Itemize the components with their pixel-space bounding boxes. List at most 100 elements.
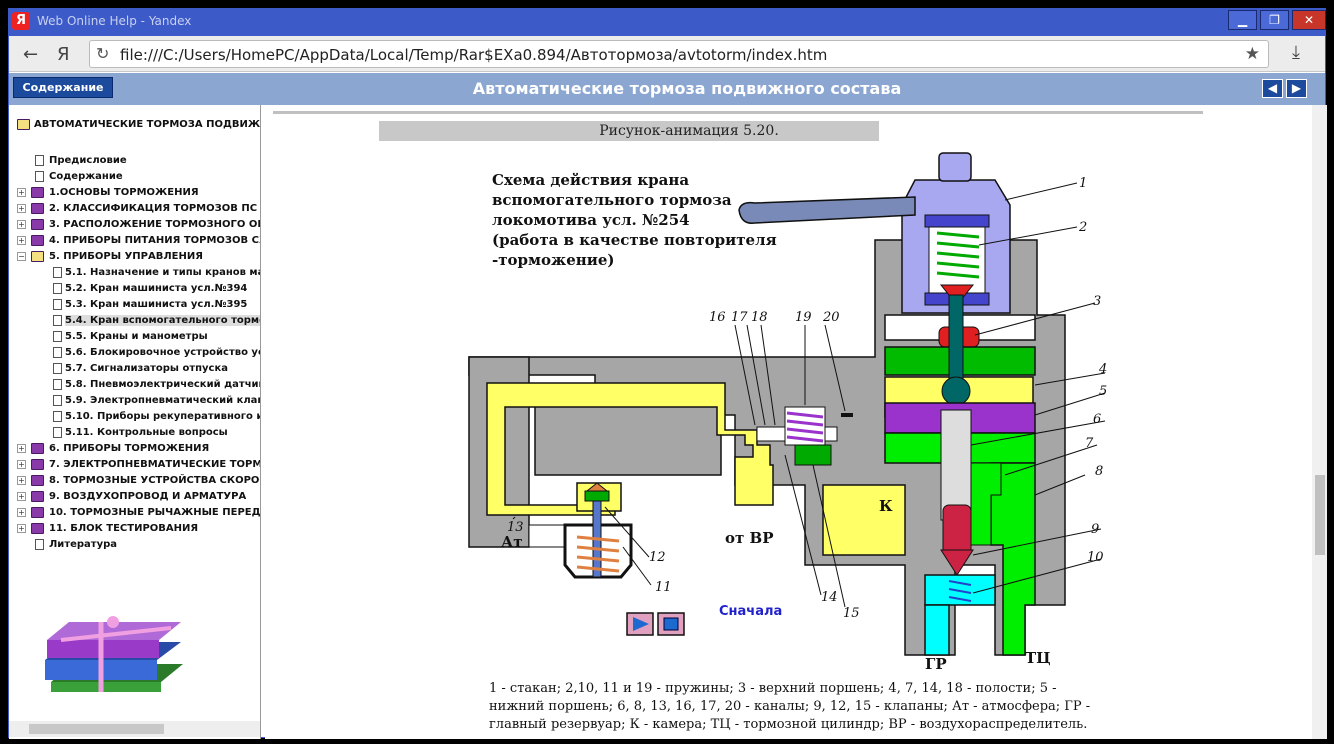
tree-expander[interactable]: − — [17, 252, 26, 261]
spring-19 — [786, 411, 824, 443]
tree-expander[interactable]: + — [17, 444, 26, 453]
handle[interactable] — [738, 196, 916, 224]
toc-item[interactable]: 5.2. Кран машиниста усл.№394 — [65, 283, 248, 294]
callout-lines — [512, 182, 1106, 608]
minimize-button[interactable]: ▁ — [1228, 10, 1257, 30]
back-icon[interactable]: ← — [23, 44, 39, 65]
maximize-button[interactable]: ❐ — [1260, 10, 1289, 30]
reload-icon[interactable]: ↻ — [96, 44, 110, 63]
atm-outlet — [528, 524, 570, 548]
channel-8 — [990, 462, 1036, 656]
toc-item[interactable]: 8. ТОРМОЗНЫЕ УСТРОЙСТВА СКОРОСТ — [49, 475, 261, 486]
toc-item[interactable]: 1.ОСНОВЫ ТОРМОЖЕНИЯ — [49, 187, 199, 198]
toc-item[interactable]: 7. ЭЛЕКТРОПНЕВМАТИЧЕСКИЕ ТОРМОЗ — [49, 459, 261, 470]
tree-expander[interactable]: + — [17, 236, 26, 245]
download-icon[interactable]: ⤓ — [1292, 42, 1300, 63]
label-10: 10 — [1087, 550, 1104, 565]
bookmark-star-icon[interactable]: ★ — [1244, 44, 1260, 64]
page-icon — [53, 427, 62, 438]
toc-item[interactable]: 5.1. Назначение и типы кранов маши — [65, 267, 261, 278]
label-17: 17 — [731, 310, 748, 325]
diagram-title-line: локомотива усл. №254 — [492, 211, 690, 229]
yandex-button[interactable]: Я — [57, 44, 70, 65]
label-11: 11 — [655, 580, 672, 595]
port-labels: Ат от ВР К ГР ТЦ — [501, 497, 1051, 673]
book-icon — [31, 523, 44, 534]
rod — [948, 294, 964, 386]
title-bar: Я Web Online Help - Yandex ▁ ❐ ✕ — [9, 9, 1326, 36]
tree-expander[interactable]: + — [17, 524, 26, 533]
book-icon — [31, 235, 44, 246]
label-9: 9 — [1091, 522, 1099, 537]
toc-item[interactable]: 5.10. Приборы рекуперативного и рео — [65, 411, 260, 422]
open-book-icon — [17, 119, 30, 130]
book-icon — [31, 443, 44, 454]
help-header: Содержание Автоматические тормоза подвиж… — [9, 73, 1325, 105]
help-title: Автоматические тормоза подвижного состав… — [472, 79, 902, 98]
figure-caption: Рисунок-анимация 5.20. — [379, 121, 879, 141]
toc-item[interactable]: 2. КЛАССИФИКАЦИЯ ТОРМОЗОВ ПС И ... — [49, 203, 261, 214]
restart-link[interactable]: Сначала — [719, 604, 782, 619]
label-at: Ат — [501, 533, 523, 551]
toc-item[interactable]: 3. РАСПОЛОЖЕНИЕ ТОРМОЗНОГО ОБО — [49, 219, 261, 230]
label-ot-vr: от ВР — [725, 529, 773, 547]
toc-item[interactable]: 5.4. Кран вспомогательного тормоза — [65, 315, 260, 326]
toc-item[interactable]: 5.6. Блокировочное устройство усл.N — [65, 347, 260, 358]
page-icon — [53, 347, 62, 358]
page-icon — [53, 267, 62, 278]
label-tc: ТЦ — [1025, 649, 1051, 667]
prev-page-button[interactable]: ◀ — [1262, 79, 1283, 98]
page-icon — [35, 155, 44, 166]
toc-item[interactable]: 5.5. Краны и манометры — [65, 331, 208, 342]
toc-item[interactable]: 6. ПРИБОРЫ ТОРМОЖЕНИЯ — [49, 443, 210, 454]
page-icon — [53, 379, 62, 390]
toc-item[interactable]: Литература — [49, 539, 118, 550]
page-icon — [53, 331, 62, 342]
diagram-title-line: Схема действия крана — [492, 171, 689, 189]
toc-item[interactable]: 11. БЛОК ТЕСТИРОВАНИЯ — [49, 523, 199, 534]
valve-9 — [942, 504, 972, 556]
toc-item[interactable]: 9. ВОЗДУХОПРОВОД И АРМАТУРА — [49, 491, 247, 502]
toc-item[interactable]: 10. ТОРМОЗНЫЕ РЫЧАЖНЫЕ ПЕРЕДАЧИ — [49, 507, 261, 518]
toc-item[interactable]: 5.3. Кран машиниста усл.№395 — [65, 299, 248, 310]
contents-button[interactable]: Содержание — [13, 77, 113, 98]
close-button[interactable]: ✕ — [1292, 10, 1326, 30]
channel-20 — [841, 413, 853, 417]
valve-15 — [794, 444, 832, 466]
toc-item[interactable]: 4. ПРИБОРЫ ПИТАНИЯ ТОРМОЗОВ СЖ — [49, 235, 261, 246]
label-2: 2 — [1078, 220, 1087, 235]
next-page-button[interactable]: ▶ — [1286, 79, 1307, 98]
label-k: К — [879, 497, 893, 515]
toc-root[interactable]: АВТОМАТИЧЕСКИЕ ТОРМОЗА ПОДВИЖНОГ — [34, 119, 261, 130]
toc-item[interactable]: 5.7. Сигнализаторы отпуска — [65, 363, 229, 374]
label-5: 5 — [1099, 384, 1107, 399]
tree-expander[interactable]: + — [17, 220, 26, 229]
toc-item[interactable]: 5.8. Пневмоэлектрический датчик ус — [65, 379, 261, 390]
adjust-screw — [938, 152, 972, 182]
tree-expander[interactable]: + — [17, 508, 26, 517]
toc-item[interactable]: 5.9. Электропневматический клапан — [65, 395, 261, 406]
label-15: 15 — [843, 606, 860, 621]
book-icon — [31, 187, 44, 198]
content-vscroll[interactable] — [1312, 105, 1327, 739]
spring-11 — [576, 535, 620, 573]
brake-valve-diagram: Схема действия крана вспомогательного то… — [468, 152, 1107, 673]
url-field[interactable]: ↻ file:///C:/Users/HomePC/AppData/Local/… — [89, 40, 1269, 68]
toc-item[interactable]: Содержание — [49, 171, 123, 182]
toc-sidebar: АВТОМАТИЧЕСКИЕ ТОРМОЗА ПОДВИЖНОГ Предисл… — [9, 105, 261, 739]
sidebar-hscroll-thumb[interactable] — [29, 724, 164, 734]
stop-button[interactable] — [657, 612, 685, 636]
content-vscroll-thumb[interactable] — [1315, 475, 1325, 555]
toc-item[interactable]: 5.11. Контрольные вопросы — [65, 427, 228, 438]
label-18: 18 — [751, 310, 768, 325]
toc-item[interactable]: 5. ПРИБОРЫ УПРАВЛЕНИЯ — [49, 251, 203, 262]
tree-expander[interactable]: + — [17, 460, 26, 469]
tree-expander[interactable]: + — [17, 492, 26, 501]
tree-expander[interactable]: + — [17, 476, 26, 485]
tree-expander[interactable]: + — [17, 188, 26, 197]
label-3: 3 — [1093, 294, 1101, 309]
play-button[interactable] — [626, 612, 654, 636]
tree-expander[interactable]: + — [17, 204, 26, 213]
toc-item[interactable]: Предисловие — [49, 155, 127, 166]
sidebar-hscroll[interactable] — [9, 721, 260, 737]
